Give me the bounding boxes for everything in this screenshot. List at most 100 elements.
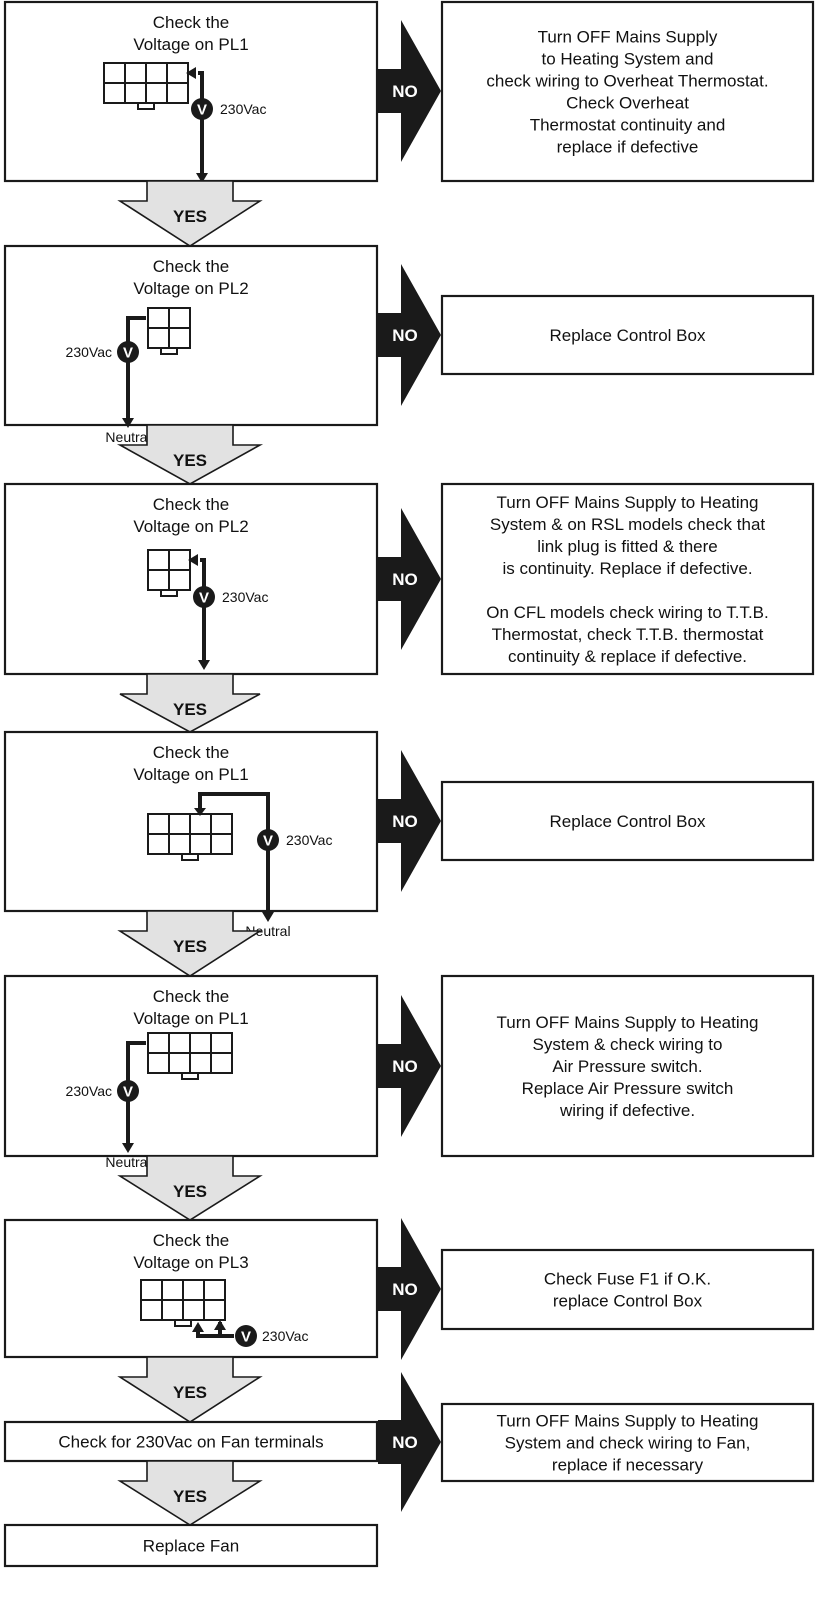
yes-label: YES — [173, 1383, 207, 1402]
action-box-3 — [440, 482, 815, 676]
voltmeter-symbol: V — [241, 1329, 251, 1346]
no-arrow-icon — [378, 750, 441, 892]
yes-arrow-icon — [117, 1460, 263, 1526]
terminal-block-5 — [147, 1032, 233, 1080]
probe-arrow-icon — [198, 660, 210, 670]
probe-wire — [126, 1041, 146, 1149]
probe-arrow-icon — [196, 173, 208, 183]
voltmeter-icon — [193, 586, 215, 608]
voltage-label: 230Vac — [286, 832, 332, 848]
action-text: wiring if defective. — [559, 1101, 695, 1120]
no-arrow-icon — [378, 1218, 441, 1360]
voltmeter-icon — [117, 341, 139, 363]
action-text: continuity & replace if defective. — [508, 647, 747, 666]
check-box-1 — [3, 0, 379, 183]
terminal-tab — [181, 1072, 199, 1080]
action-text: to Heating System and — [542, 50, 714, 69]
check-label: Voltage on PL2 — [133, 279, 248, 298]
action-text: Check Fuse F1 if O.K. — [544, 1270, 711, 1289]
action-text: On CFL models check wiring to T.T.B. — [486, 603, 769, 622]
no-arrow-icon — [378, 995, 441, 1137]
yes-label: YES — [173, 451, 207, 470]
action-text: is continuity. Replace if defective. — [502, 559, 752, 578]
action-text: link plug is fitted & there — [537, 537, 717, 556]
yes-arrow-icon — [116, 424, 264, 485]
action-box-5 — [440, 974, 815, 1158]
check-label: Check the — [153, 495, 230, 514]
action-text: Turn OFF Mains Supply to Heating — [496, 1013, 758, 1032]
action-text: replace if necessary — [552, 1456, 704, 1475]
check-label: Check the — [153, 1231, 230, 1250]
action-text: System & check wiring to — [533, 1035, 723, 1054]
action-text: Air Pressure switch. — [552, 1057, 702, 1076]
neutral-label: Neutral — [105, 429, 150, 445]
yes-label: YES — [173, 1487, 207, 1506]
probe-arrow-icon — [188, 554, 198, 566]
voltage-label: 230Vac — [222, 589, 268, 605]
action-box-2 — [440, 294, 815, 376]
action-text: Thermostat, check T.T.B. thermostat — [492, 625, 764, 644]
terminal-tab — [160, 589, 178, 597]
no-arrow-icon — [378, 20, 441, 162]
action-text: Turn OFF Mains Supply — [538, 28, 718, 47]
action-text: replace Control Box — [553, 1292, 703, 1311]
action-text: Replace Control Box — [550, 812, 706, 831]
action-text: Thermostat continuity and — [530, 116, 726, 135]
action-box-6 — [440, 1248, 815, 1331]
yes-label: YES — [173, 207, 207, 226]
yes-arrow-icon — [117, 1356, 263, 1423]
check-label: Voltage on PL1 — [133, 35, 248, 54]
terminal-tab — [174, 1319, 192, 1327]
no-label: NO — [392, 82, 418, 101]
voltage-label: 230Vac — [66, 344, 112, 360]
terminal-block-2 — [147, 307, 191, 355]
final-label: Replace Fan — [143, 1537, 239, 1556]
action-text: Check Overheat — [566, 94, 689, 113]
voltage-label: 230Vac — [262, 1328, 308, 1344]
voltmeter-icon — [191, 98, 213, 120]
yes-label: YES — [173, 1182, 207, 1201]
probe-arrow-icon — [262, 912, 274, 922]
terminal-block-4 — [147, 813, 233, 861]
check-label: Check the — [153, 987, 230, 1006]
voltmeter-icon — [257, 829, 279, 851]
probe-arrow-icon — [122, 418, 134, 428]
voltmeter-icon — [117, 1080, 139, 1102]
voltmeter-symbol: V — [123, 1084, 133, 1101]
check-label: Check the — [153, 743, 230, 762]
action-text: replace if defective — [557, 138, 699, 157]
terminal-tab — [181, 853, 199, 861]
final-box — [3, 1523, 379, 1568]
yes-arrow-icon — [117, 1155, 263, 1221]
yes-arrow-icon — [117, 910, 263, 977]
no-arrow-icon — [378, 264, 441, 406]
terminal-tab — [160, 347, 178, 355]
action-text: Turn OFF Mains Supply to Heating — [496, 493, 758, 512]
action-text: Replace Air Pressure switch — [522, 1079, 734, 1098]
yes-arrow-icon — [117, 180, 263, 247]
probe-wire — [198, 792, 270, 914]
check-label: Voltage on PL1 — [133, 765, 248, 784]
voltmeter-icon — [235, 1325, 257, 1347]
check-label: Voltage on PL3 — [133, 1253, 248, 1272]
no-arrow-icon — [378, 508, 441, 650]
probe-arrow-icon — [214, 1320, 226, 1330]
no-label: NO — [392, 570, 418, 589]
voltmeter-symbol: V — [197, 102, 207, 119]
voltmeter-symbol: V — [263, 833, 273, 850]
action-text: Replace Control Box — [550, 326, 706, 345]
action-box-1 — [440, 0, 815, 183]
action-box-4 — [440, 780, 815, 862]
probe-wire — [198, 71, 204, 179]
yes-arrow-icon — [119, 673, 261, 733]
check-label: Voltage on PL1 — [133, 1009, 248, 1028]
probe-wire — [200, 558, 206, 666]
action-text: System & on RSL models check that — [490, 515, 766, 534]
voltage-label: 230Vac — [220, 101, 266, 117]
action-text: Turn OFF Mains Supply to Heating — [496, 1412, 758, 1431]
voltage-label: 230Vac — [66, 1083, 112, 1099]
no-label: NO — [392, 1280, 418, 1299]
neutral-label: Neutral — [245, 923, 290, 939]
neutral-label: Neutral — [105, 1154, 150, 1170]
